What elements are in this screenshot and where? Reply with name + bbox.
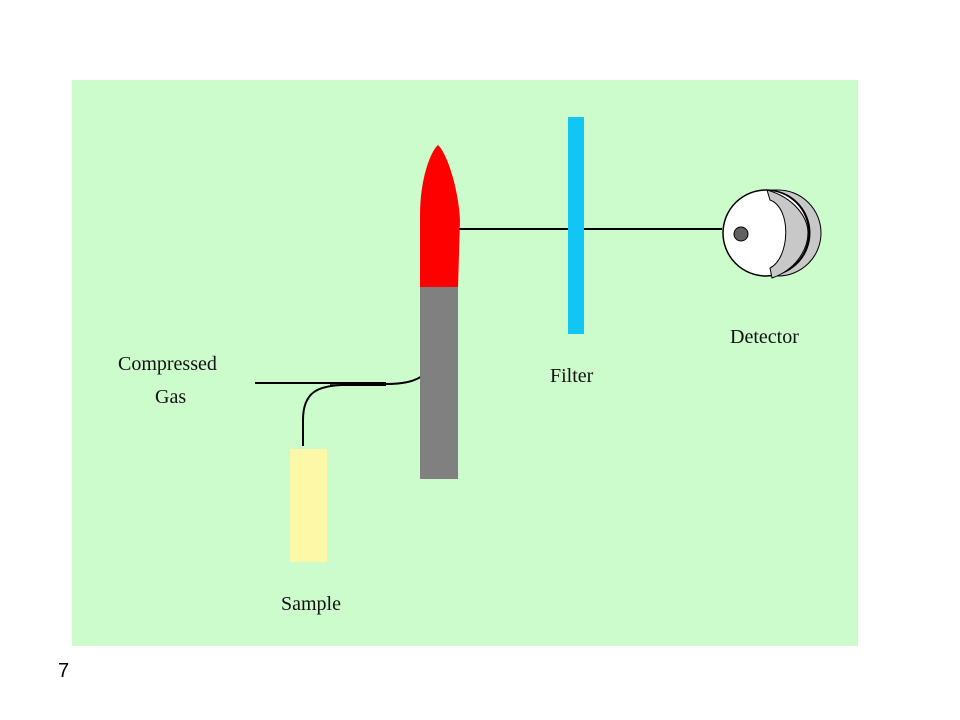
- flame-icon: [420, 145, 460, 287]
- filter-icon: [568, 117, 584, 334]
- sample-label: Sample: [281, 593, 341, 615]
- detector-photocathode: [766, 189, 809, 279]
- sample-vial-icon: [290, 449, 327, 562]
- burner-icon: [420, 287, 458, 479]
- detector-label: Detector: [730, 326, 799, 348]
- detector-anode: [733, 226, 749, 242]
- detector-icon: [722, 189, 822, 279]
- filter-label: Filter: [550, 365, 594, 387]
- compressed-gas-label-line1: Compressed: [118, 353, 217, 375]
- sample-aspiration-tube: [302, 384, 386, 446]
- slide-number: 7: [58, 660, 70, 682]
- compressed-gas-label-line2: Gas: [155, 386, 186, 408]
- diagram-panel: [72, 80, 858, 646]
